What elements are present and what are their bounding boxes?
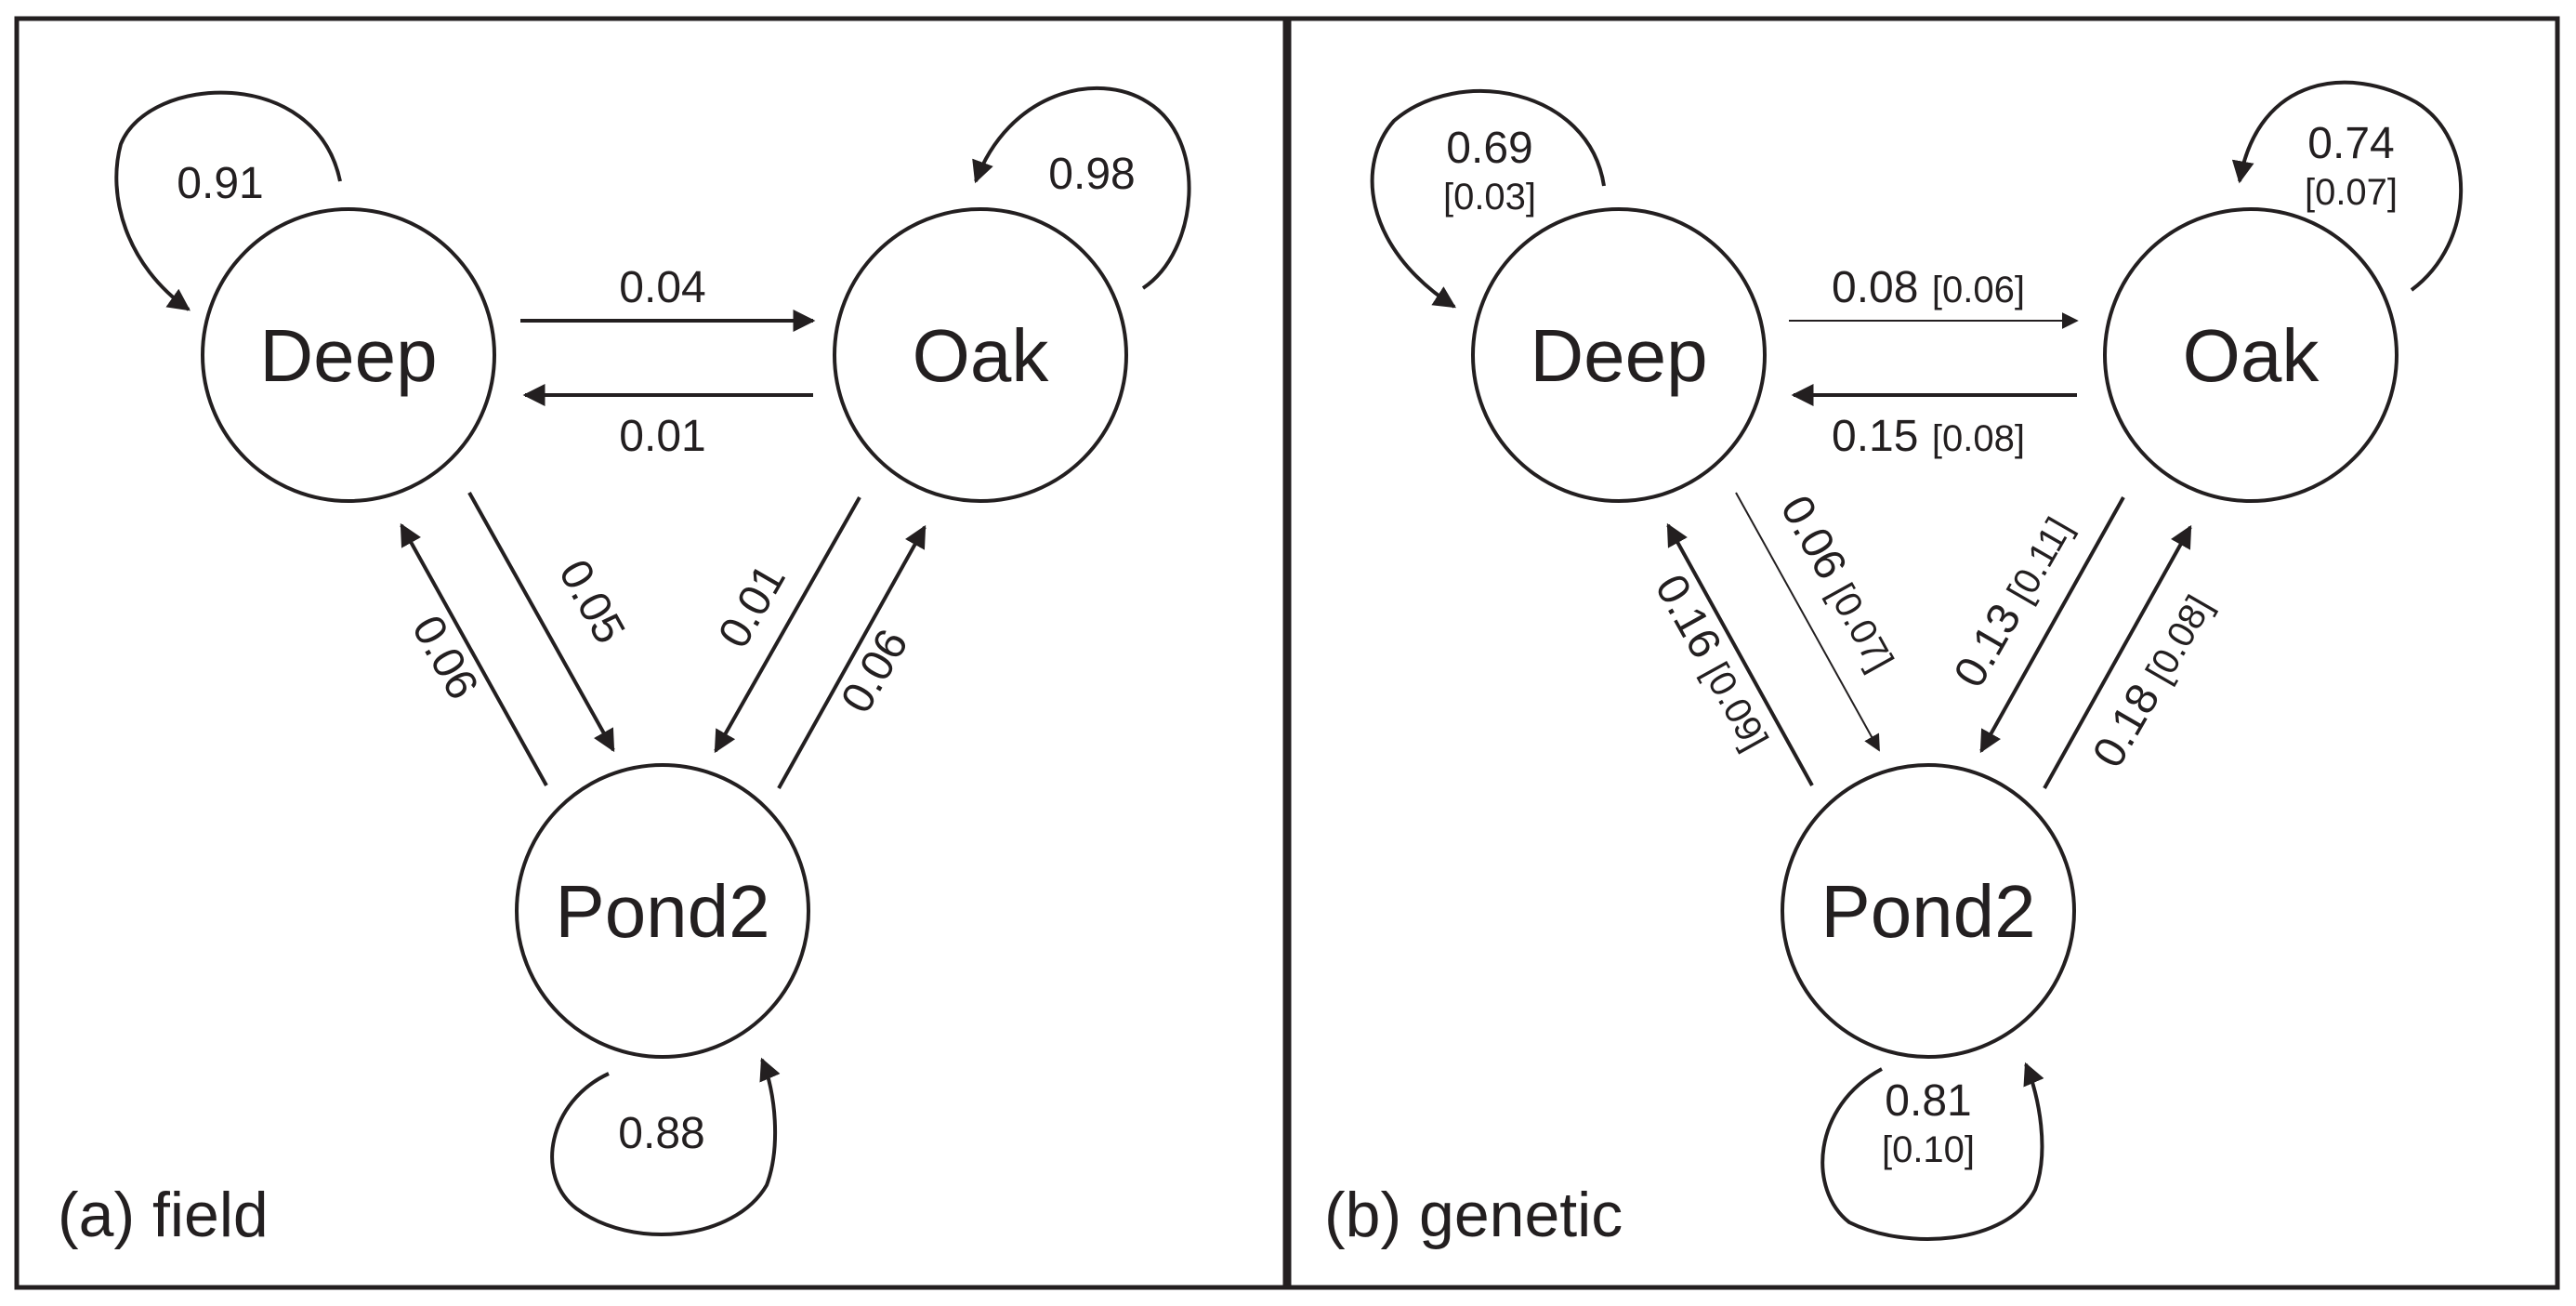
edge-oak-to-pond2-field (714, 496, 861, 754)
node-oak-field: Oak (833, 207, 1128, 503)
label-self-pond2-genetic: 0.81 (1885, 1076, 1971, 1126)
panel-field-frame (14, 16, 1288, 1290)
self-loop-oak-genetic (2231, 80, 2464, 292)
value: 0.08 (1832, 263, 1918, 312)
panel-label-genetic: (b) genetic (1324, 1180, 1623, 1250)
edge-deep-to-pond2-genetic (1735, 492, 1880, 752)
node-label: Pond2 (555, 870, 769, 953)
label-self-deep-genetic: 0.69 (1446, 124, 1532, 173)
panel-genetic: Deep Oak Pond2 0.69 [0.03] 0.74 [0.07] 0… (1286, 16, 2560, 1290)
panel-genetic-frame (1286, 16, 2560, 1290)
node-label: Oak (2183, 314, 2320, 397)
self-loop-deep-genetic (1370, 89, 1606, 309)
node-label: Deep (259, 314, 437, 397)
label-oak-to-deep-genetic: 0.15 [0.08] (1832, 412, 2025, 461)
node-pond2-genetic: Pond2 (1781, 763, 2076, 1059)
se: [0.06] (1932, 270, 2025, 310)
label-self-oak-se-genetic: [0.07] (2305, 172, 2398, 213)
label-deep-to-oak-field: 0.04 (619, 263, 705, 312)
self-loop-pond2-genetic (1820, 1062, 2044, 1241)
panel-field: Deep Oak Pond2 0.91 0.98 0.88 0.04 0.01 … (14, 16, 1288, 1290)
edge-oak-to-pond2-genetic (1979, 496, 2125, 754)
node-label: Pond2 (1820, 870, 2035, 953)
self-loop-pond2-field (550, 1057, 781, 1236)
node-deep-genetic: Deep (1471, 207, 1767, 503)
label-self-deep-field: 0.91 (177, 159, 263, 208)
edge-pond2-to-oak-genetic (2043, 524, 2192, 789)
label-self-oak-field: 0.98 (1048, 150, 1135, 199)
node-oak-genetic: Oak (2103, 207, 2399, 503)
node-label: Oak (913, 314, 1050, 397)
value: 0.15 (1832, 412, 1918, 461)
label-self-deep-se-genetic: [0.03] (1443, 177, 1536, 218)
self-loop-oak-field (972, 86, 1191, 290)
edge-pond2-to-oak-field (777, 524, 927, 789)
panel-label-field: (a) field (58, 1180, 269, 1250)
node-label: Deep (1530, 314, 1707, 397)
label-deep-to-oak-genetic: 0.08 [0.06] (1832, 263, 2025, 312)
label-self-pond2-field: 0.88 (618, 1109, 704, 1158)
label-oak-to-deep-field: 0.01 (619, 412, 705, 461)
self-loop-deep-field (114, 90, 342, 311)
node-deep-field: Deep (201, 207, 496, 503)
edge-pond2-to-deep-genetic (1666, 522, 1814, 786)
label-self-pond2-se-genetic: [0.10] (1882, 1129, 1975, 1170)
se: [0.08] (1932, 418, 2025, 459)
label-self-oak-genetic: 0.74 (2307, 119, 2394, 168)
edge-deep-to-pond2-field (467, 492, 615, 753)
node-pond2-field: Pond2 (515, 763, 810, 1059)
edge-pond2-to-deep-field (400, 522, 548, 786)
